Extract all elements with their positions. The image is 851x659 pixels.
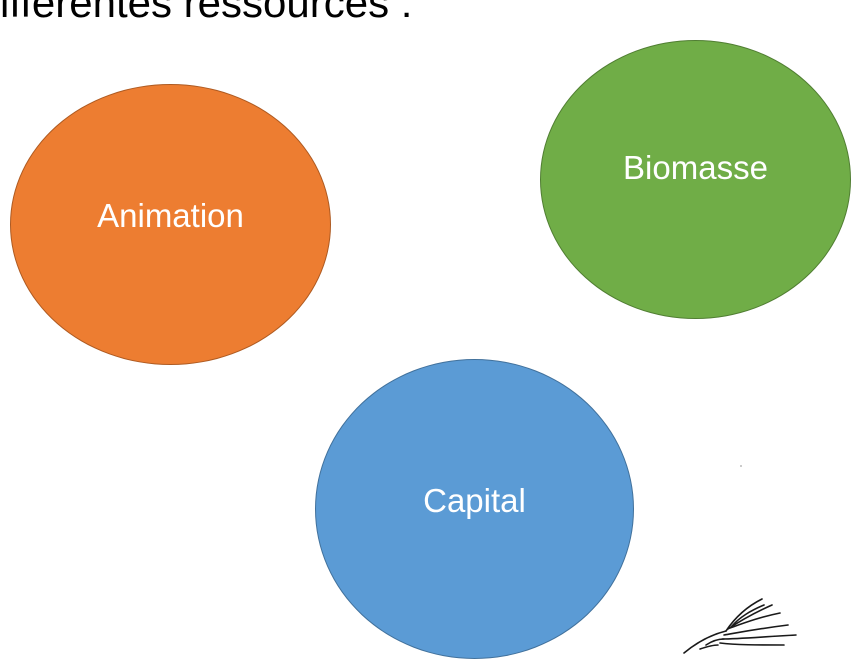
biomasse-bubble: Biomasse bbox=[540, 40, 851, 319]
quill-feather-icon bbox=[683, 598, 797, 654]
biomasse-label: Biomasse bbox=[623, 149, 768, 186]
capital-bubble: Capital bbox=[315, 359, 634, 659]
animation-bubble: Animation bbox=[10, 84, 331, 365]
capital-label: Capital bbox=[423, 482, 526, 519]
speck-decoration bbox=[740, 465, 742, 467]
slide-title: ifférentes ressources : bbox=[0, 0, 413, 26]
animation-label: Animation bbox=[97, 197, 244, 234]
